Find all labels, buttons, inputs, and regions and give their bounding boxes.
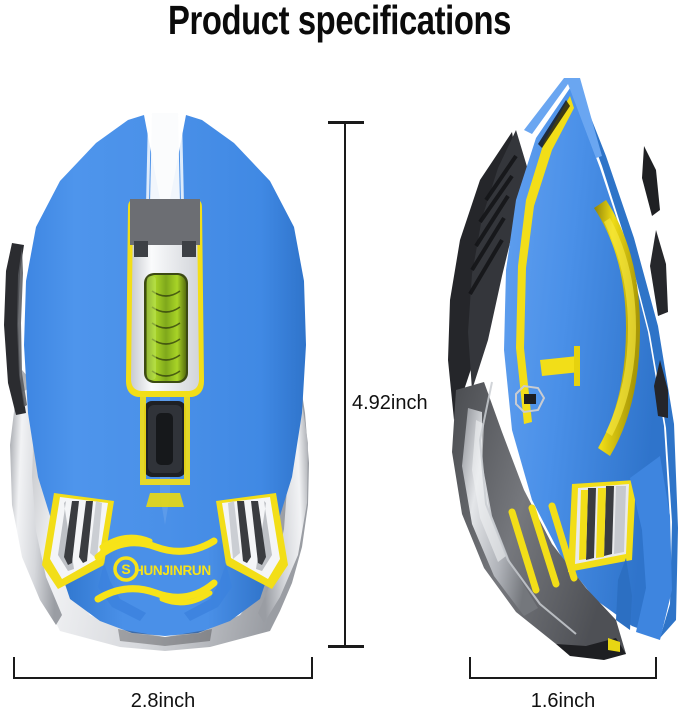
length-dimension-cap-left (13, 657, 15, 679)
length-dimension-label: 2.8inch (130, 690, 196, 712)
side-wheel-yellow-arc-hi (604, 218, 636, 436)
palm-vent-notch (146, 493, 184, 507)
side-blue-skirt-edge (616, 558, 632, 630)
height-dimension-cap-top (328, 121, 364, 124)
length-dimension-line (13, 677, 313, 679)
side-hexagon-badge (515, 384, 546, 414)
dpi-button (144, 401, 186, 477)
side-blue-skirt (630, 456, 672, 640)
side-bottom-yellow-tip (608, 638, 620, 652)
mouse-side-button-left-highlight (17, 247, 27, 407)
height-dimension-cap-bottom (328, 645, 364, 648)
side-body-panel-outline (478, 381, 577, 635)
width-dimension-label: 1.6inch (530, 690, 596, 712)
side-right-buttons (642, 146, 668, 418)
page-title: Product specifications (168, 0, 511, 43)
side-connector-tab-stem (574, 346, 580, 386)
side-top-ribbed-housing (448, 130, 528, 420)
scroll-wheel (144, 273, 188, 383)
width-dimension-line (469, 677, 657, 679)
brand-logo-text: HUNJINRUN (134, 563, 211, 578)
length-dimension-cap-right (311, 657, 313, 679)
mouse-left-button-gap (146, 117, 151, 205)
mouse-button-divider (150, 113, 180, 203)
mouse-lower-edge-right (184, 563, 232, 621)
mouse-left-wing (10, 383, 62, 625)
dpi-button-yellow-trim (140, 395, 190, 485)
brand-logo: S HUNJINRUN (94, 534, 218, 606)
mouse-right-button-gap (179, 117, 184, 205)
side-top-blade (524, 78, 602, 158)
mouse-rear-hump (60, 527, 270, 636)
right-vent-panel (216, 493, 288, 589)
side-vent-block (568, 480, 636, 572)
height-dimension-label: 4.92inch (352, 392, 428, 414)
side-blue-front-face (572, 86, 678, 638)
product-image-side-view (420, 60, 679, 660)
scroll-wheel-top-cap-shadow (134, 241, 196, 257)
side-yellow-rim-top (516, 96, 574, 424)
side-blade-seam (538, 100, 570, 148)
mouse-side-button-left (4, 243, 26, 415)
side-connector-tab (540, 356, 580, 376)
width-dimension-cap-left (469, 657, 471, 679)
width-dimension-cap-right (655, 657, 657, 679)
product-image-top-view: S HUNJINRUN (0, 95, 330, 655)
height-dimension-line (344, 122, 346, 646)
mouse-bottom-shadow (118, 629, 212, 646)
scroll-wheel-top-cap (130, 199, 200, 245)
svg-text:S: S (121, 561, 130, 577)
left-vent-panel (42, 493, 114, 589)
